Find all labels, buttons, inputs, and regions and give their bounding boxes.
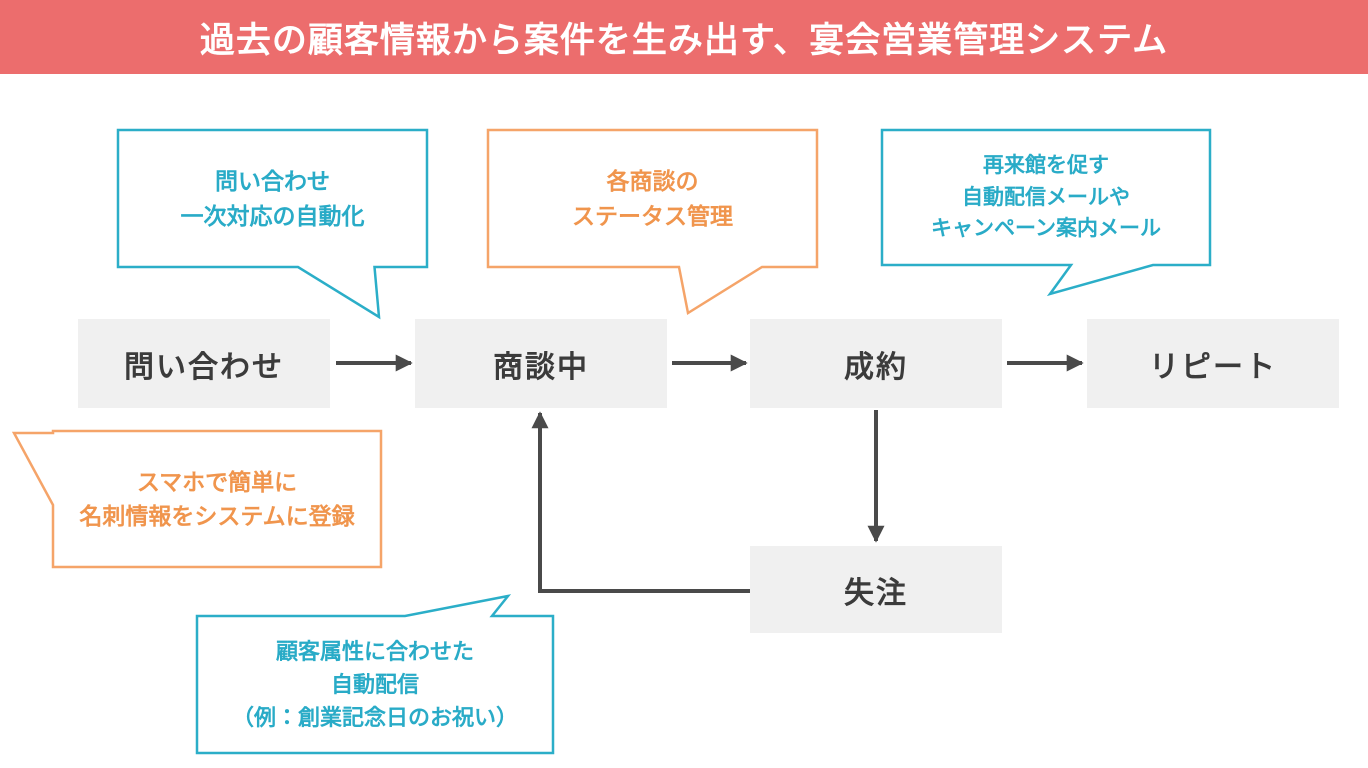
callout-bubble-inquiry-auto-response <box>116 128 429 320</box>
callout-bubble-business-card-entry <box>11 429 383 569</box>
flow-stage-label: 成約 <box>844 350 908 384</box>
flow-stage-repeat: リピート <box>1087 319 1339 408</box>
flow-stage-negotiation: 商談中 <box>415 319 667 408</box>
flow-stage-label: 問い合わせ <box>124 350 284 384</box>
callout-bubble-status-management <box>486 128 819 316</box>
flow-stage-lost: 失注 <box>750 546 1002 633</box>
title-bar: 過去の顧客情報から案件を生み出す、宴会営業管理システム <box>0 0 1368 74</box>
callout-bubble-revisit-mail <box>880 128 1212 297</box>
callout-bubble-auto-delivery <box>195 594 555 755</box>
flow-stage-label: リピート <box>1149 350 1277 384</box>
flow-stage-label: 失注 <box>844 576 908 610</box>
page-title: 過去の顧客情報から案件を生み出す、宴会営業管理システム <box>199 20 1169 60</box>
arrow-lost-to-negotiation <box>531 411 750 593</box>
flow-stage-contract: 成約 <box>750 319 1002 408</box>
flow-stage-inquiry: 問い合わせ <box>78 319 330 408</box>
flow-stage-label: 商談中 <box>493 350 589 384</box>
